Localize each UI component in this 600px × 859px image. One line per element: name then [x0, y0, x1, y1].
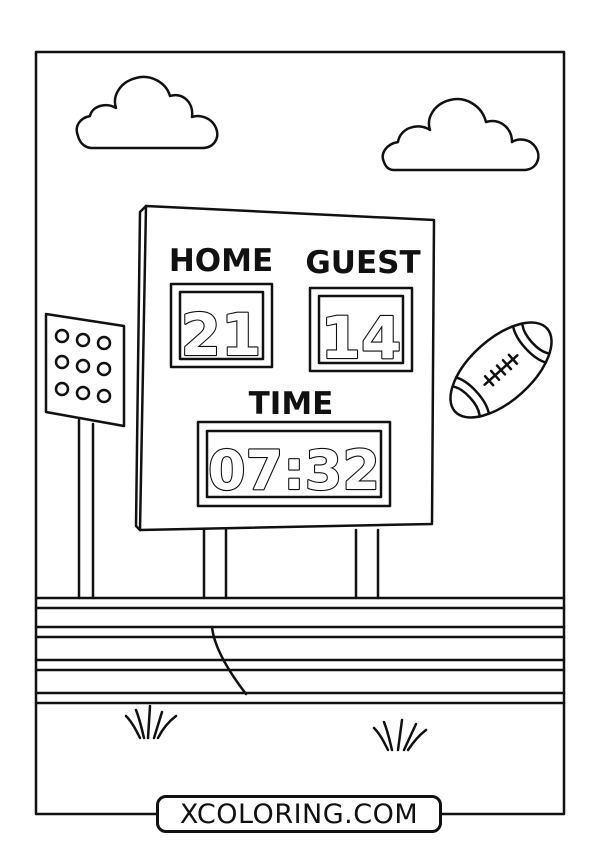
grass-tuft-right	[372, 718, 428, 752]
time-box	[196, 420, 392, 508]
guest-label: GUEST	[305, 245, 420, 281]
site-brand-badge: XCOLORING.COM	[156, 795, 442, 833]
scoreboard: HOME GUEST 21 14 TIME 07:32	[134, 204, 436, 532]
time-value: 07:32	[208, 439, 380, 502]
field-lines	[34, 596, 566, 705]
home-score: 21	[181, 301, 262, 369]
time-label: TIME	[249, 386, 334, 422]
guest-score-box	[308, 286, 414, 373]
home-score-box	[169, 282, 274, 369]
site-brand-text: XCOLORING.COM	[179, 798, 419, 830]
grass-tuft-left	[124, 704, 178, 740]
stadium-light	[44, 312, 126, 600]
football-icon	[449, 321, 553, 419]
cloud-left	[75, 75, 219, 150]
guest-score: 14	[321, 304, 402, 372]
home-label: HOME	[169, 243, 273, 279]
scoreboard-posts	[202, 528, 380, 600]
cloud-right	[381, 97, 540, 172]
